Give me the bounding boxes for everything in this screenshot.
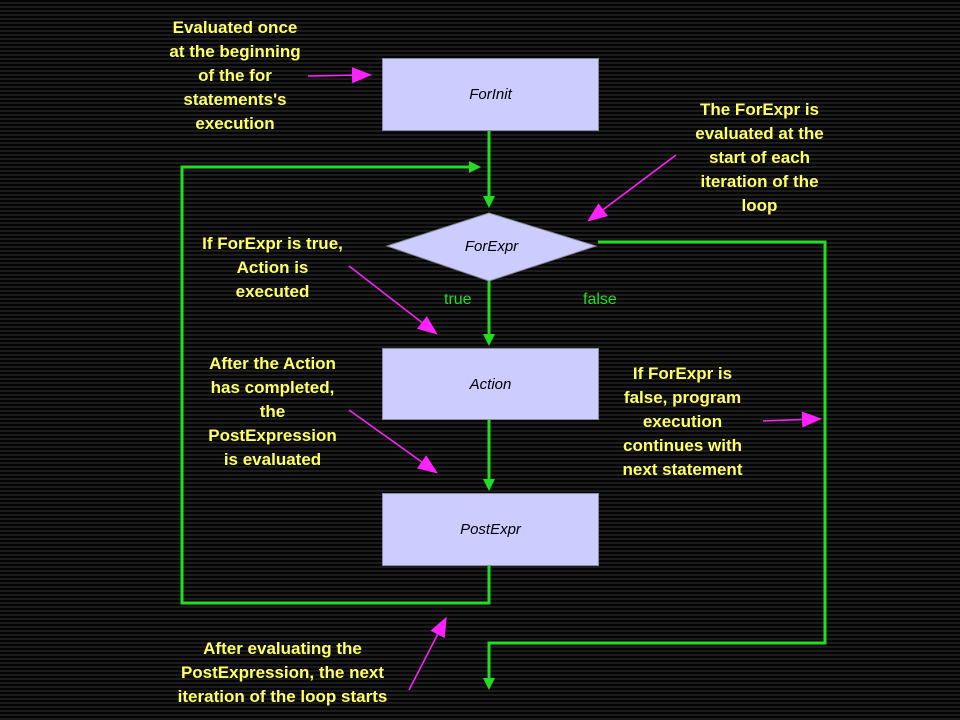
note-line: loop: [741, 196, 778, 215]
note-next-iteration: After evaluating the PostExpression, the…: [150, 637, 415, 709]
note-line: of the for: [198, 66, 272, 85]
note-line: next statement: [622, 460, 743, 479]
note-line: evaluated at the: [695, 124, 824, 143]
action-box: Action: [382, 348, 599, 420]
action-label: Action: [469, 375, 512, 393]
note-line: After the Action: [209, 354, 336, 373]
note-line: executed: [235, 282, 310, 301]
note-forinit: Evaluated once at the beginning of the f…: [150, 16, 320, 136]
note-line: After evaluating the: [203, 639, 362, 658]
note-line: execution: [195, 114, 275, 133]
postexpr-label: PostExpr: [460, 521, 521, 538]
forinit-label: ForInit: [469, 86, 512, 103]
note-line: If ForExpr is true,: [202, 234, 343, 253]
note-line: Evaluated once: [172, 18, 298, 37]
note-line: start of each: [708, 148, 811, 167]
note-line: iteration of the: [700, 172, 819, 191]
pointer-arrow-next-iteration-note: [408, 616, 447, 691]
pointer-arrow-forexpr-start-note: [587, 154, 677, 222]
flow-exit-arrow: [483, 240, 827, 690]
note-line: statements's: [183, 90, 287, 109]
note-line: PostExpression: [208, 426, 337, 445]
note-line: Action is: [236, 258, 309, 277]
pointer-arrow-after-action-note: [348, 409, 438, 474]
note-forexpr-start: The ForExpr is evaluated at the start of…: [672, 98, 847, 218]
note-line: If ForExpr is: [632, 364, 733, 383]
note-line: has completed,: [210, 378, 335, 397]
true-branch-label: true: [444, 291, 472, 308]
flow-loop-back-arrow: [180, 161, 491, 605]
forexpr-label-container: ForExpr: [387, 232, 596, 260]
note-line: false, program: [623, 388, 742, 407]
postexpr-box: PostExpr: [382, 493, 599, 566]
note-line: execution: [642, 412, 723, 431]
forinit-box: ForInit: [382, 58, 599, 131]
note-line: iteration of the loop starts: [177, 687, 388, 706]
note-line: PostExpression, the next: [180, 663, 385, 682]
forexpr-label: ForExpr: [464, 237, 519, 255]
pointer-arrow-if-false-note: [762, 411, 822, 428]
forexpr-diamond: [385, 212, 598, 282]
note-if-false: If ForExpr is false, program execution c…: [600, 362, 765, 482]
note-line: The ForExpr is: [699, 100, 820, 119]
note-line: is evaluated: [223, 450, 322, 469]
note-if-true: If ForExpr is true, Action is executed: [185, 232, 360, 304]
pointer-arrow-if-true-note: [348, 265, 438, 335]
note-line: at the beginning: [169, 42, 301, 61]
false-branch-label: false: [583, 291, 617, 308]
note-line: the: [259, 402, 286, 421]
note-line: continues with: [623, 436, 742, 455]
pointer-arrow-forinit-note: [307, 67, 372, 84]
note-after-action: After the Action has completed, the Post…: [190, 352, 355, 472]
